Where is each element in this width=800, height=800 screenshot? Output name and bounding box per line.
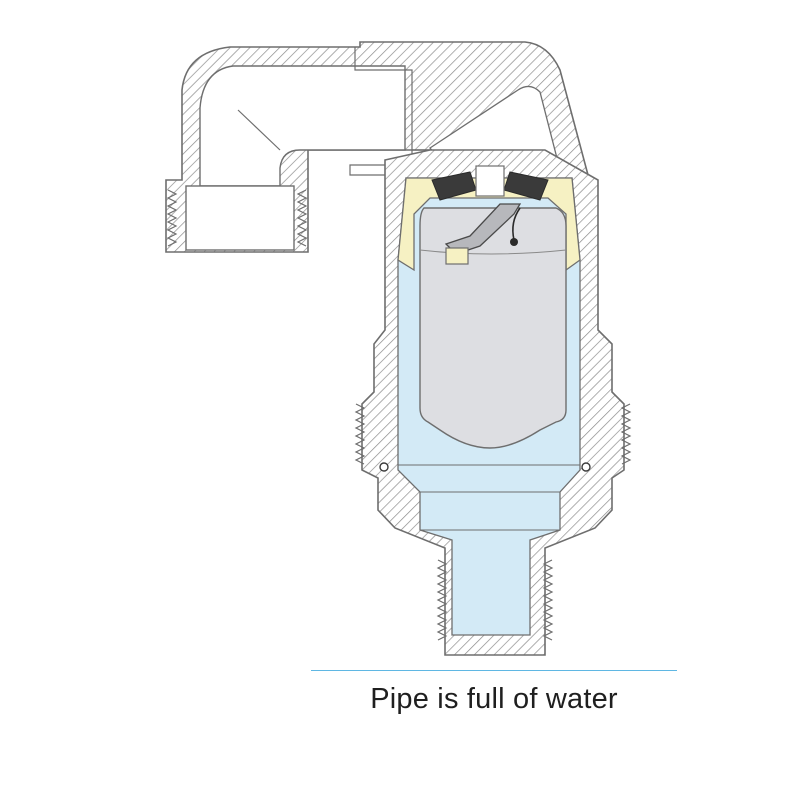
float-shoulder: [419, 249, 567, 255]
lever-pivot: [510, 238, 518, 246]
o-ring-left: [379, 462, 389, 472]
elbow-socket: [185, 185, 295, 251]
o-ring-right: [581, 462, 591, 472]
float: [419, 207, 567, 449]
caption-divider: [311, 670, 677, 671]
socket-thread-right: [296, 189, 308, 247]
valve-chamber: [379, 165, 591, 636]
inlet-thread-right: [542, 559, 554, 641]
inlet-thread-left: [436, 559, 448, 641]
vent-nozzle: [475, 165, 505, 197]
elbow-passage: [199, 65, 406, 187]
body-thread-right: [620, 403, 632, 465]
lever-stop: [445, 247, 469, 265]
socket-thread-left: [166, 189, 178, 247]
valve-seat-right: [503, 171, 549, 201]
lever-link: [512, 207, 521, 241]
diagram-caption: Pipe is full of water: [370, 683, 618, 715]
body-thread-left: [354, 403, 366, 465]
elbow-mitre-line: [237, 109, 281, 151]
